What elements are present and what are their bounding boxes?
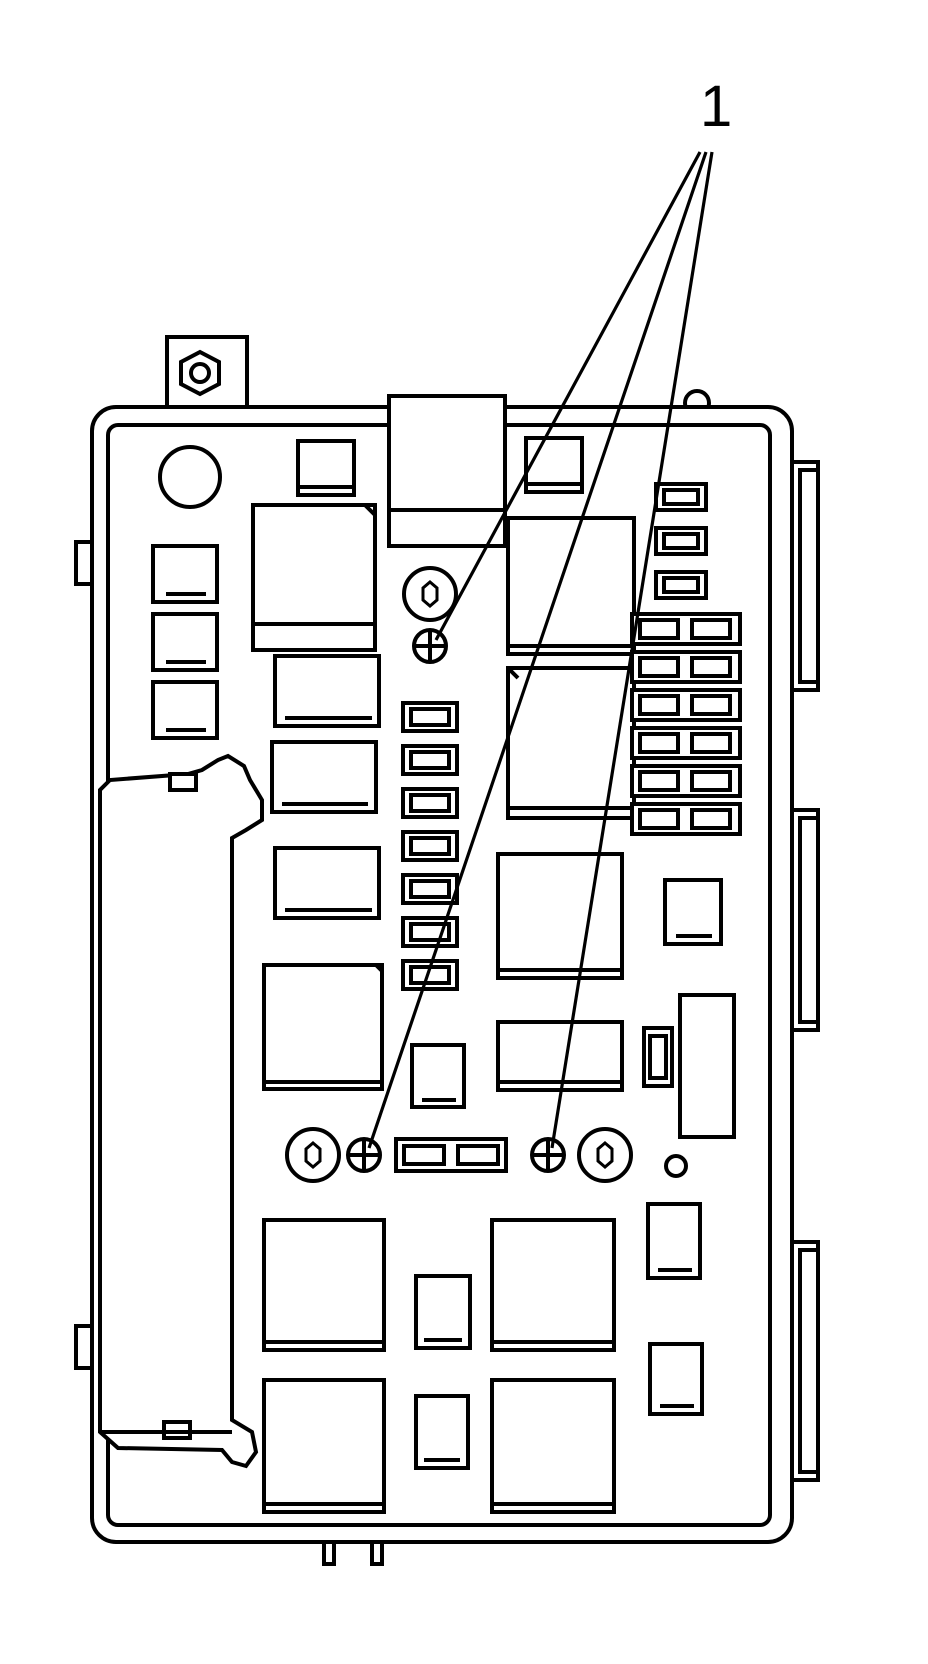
relay-m [410,1043,466,1109]
lower-fuse-pair [394,1137,508,1173]
relay-d [270,740,378,814]
relay-s [262,1378,386,1514]
relay-h [506,516,636,656]
tall-connector [678,993,736,1139]
right-fuse-grid [630,612,742,836]
screw-1-upper [412,628,448,664]
relay-u [414,1394,470,1470]
callout-number: 1 [700,74,733,139]
relay-o [490,1218,616,1352]
screw-1-lower-left [346,1137,382,1173]
callout-leader-lines [367,151,714,1149]
top-relay-housing [387,394,507,548]
relay-b [251,503,377,652]
center-fuse-column [401,701,459,991]
relay-r [648,1342,704,1416]
relay-j [496,852,624,980]
relay-f [262,963,384,1091]
screw-head-lower-right-plain [577,1127,633,1183]
relay-k [663,878,723,946]
relay-e [273,846,381,920]
upper-right-small-fuses [654,482,708,600]
relay-n [262,1218,386,1352]
relay-l [496,1020,624,1092]
relay-p [414,1274,472,1350]
screw-1-lower-right [530,1137,566,1173]
small-hole [664,1154,688,1178]
screw-head-lower-left-plain [285,1127,341,1183]
mounting-tab [165,335,249,411]
round-boss [158,445,222,509]
left-small-relays [151,544,219,740]
relay-t [490,1378,616,1514]
relay-i [506,666,636,820]
screw-head-upper-plain [402,566,458,622]
relay-q [646,1202,702,1280]
relay-c [273,654,381,728]
